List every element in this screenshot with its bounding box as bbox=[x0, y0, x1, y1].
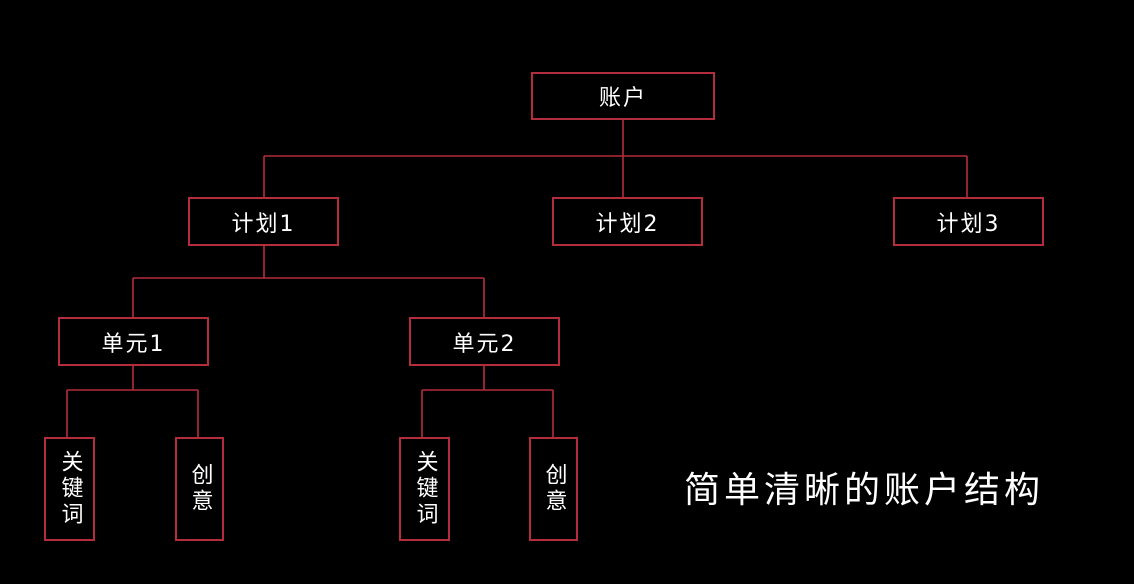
node-unit-1: 单元1 bbox=[58, 317, 209, 366]
node-plan-2: 计划2 bbox=[552, 197, 703, 246]
diagram-caption: 简单清晰的账户结构 bbox=[684, 470, 1045, 511]
node-plan-3: 计划3 bbox=[893, 197, 1044, 246]
node-unit1-creative: 创意 bbox=[175, 437, 224, 541]
node-unit2-creative: 创意 bbox=[529, 437, 578, 541]
node-unit1-keyword: 关键词 bbox=[44, 437, 95, 541]
node-plan-1: 计划1 bbox=[188, 197, 339, 246]
node-account: 账户 bbox=[531, 72, 715, 120]
node-unit2-keyword: 关键词 bbox=[399, 437, 450, 541]
node-unit-2: 单元2 bbox=[409, 317, 560, 366]
